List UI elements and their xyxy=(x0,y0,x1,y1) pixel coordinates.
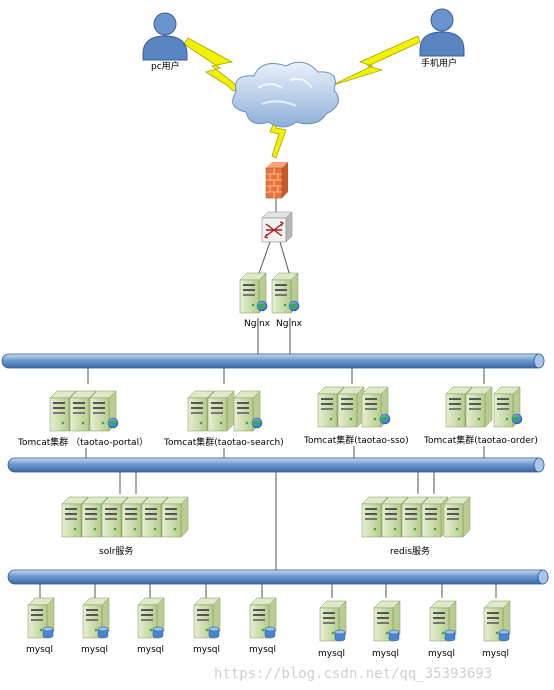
mysql-server-4 xyxy=(193,597,221,639)
mysql-server-3 xyxy=(137,597,165,639)
watermark-text: https://blog.csdn.net/qq_35393693 xyxy=(214,666,492,682)
mysql-label-7: mysql xyxy=(372,649,399,659)
mysql-server-8 xyxy=(429,600,457,642)
mysql-server-1 xyxy=(27,597,55,639)
tomcat-label-portal: Tomcat集群 （taotao-portal） xyxy=(17,436,148,448)
redis-service-cluster xyxy=(361,496,471,538)
mysql-server-9 xyxy=(483,600,511,642)
pc-link-lightning xyxy=(183,37,251,97)
network-bus-3 xyxy=(7,569,549,585)
nginx-label-1: Nginx xyxy=(244,319,271,329)
tomcat-cluster-portal xyxy=(49,390,119,432)
solr-service-cluster xyxy=(61,496,189,538)
mysql-server-2 xyxy=(82,597,110,639)
network-bus-1 xyxy=(1,353,545,369)
mysql-server-6 xyxy=(319,600,347,642)
pc-user-label: pc用户 xyxy=(151,60,180,72)
tomcat-cluster-order xyxy=(445,386,523,428)
tomcat-cluster-sso xyxy=(317,386,391,428)
tomcat-label-sso: Tomcat集群(taotao-sso) xyxy=(303,434,409,446)
redis-service-label: redis服务 xyxy=(390,545,430,557)
mysql-server-5 xyxy=(249,597,277,639)
switch-icon xyxy=(261,211,293,243)
nginx-label-2: Nginx xyxy=(276,319,303,329)
tomcat-label-order: Tomcat集群(taotao-order) xyxy=(423,434,538,446)
mysql-label-1: mysql xyxy=(26,645,53,655)
switch-nginx-link-2 xyxy=(279,241,291,277)
nginx-server-2 xyxy=(271,272,300,314)
tomcat-label-search: Tomcat集群(taotao-search) xyxy=(163,436,284,448)
firewall-icon xyxy=(265,162,288,199)
mysql-label-3: mysql xyxy=(137,645,164,655)
mysql-label-5: mysql xyxy=(249,645,276,655)
mobile-user-label: 手机用户 xyxy=(421,57,457,69)
mysql-label-9: mysql xyxy=(482,649,509,659)
bus3-mysql-links xyxy=(39,584,497,598)
nginx-server-1 xyxy=(239,272,268,314)
mysql-server-7 xyxy=(373,600,401,642)
mysql-label-8: mysql xyxy=(428,649,455,659)
internet-cloud-icon xyxy=(232,61,339,128)
switch-nginx-link-1 xyxy=(257,241,271,277)
tomcat-cluster-search xyxy=(187,390,263,432)
pc-user-icon xyxy=(142,12,188,61)
network-bus-2 xyxy=(7,457,545,473)
solr-service-label: solr服务 xyxy=(99,545,133,557)
mysql-label-4: mysql xyxy=(193,645,220,655)
mysql-label-2: mysql xyxy=(81,645,108,655)
mobile-user-icon xyxy=(419,8,465,57)
mysql-label-6: mysql xyxy=(318,649,345,659)
